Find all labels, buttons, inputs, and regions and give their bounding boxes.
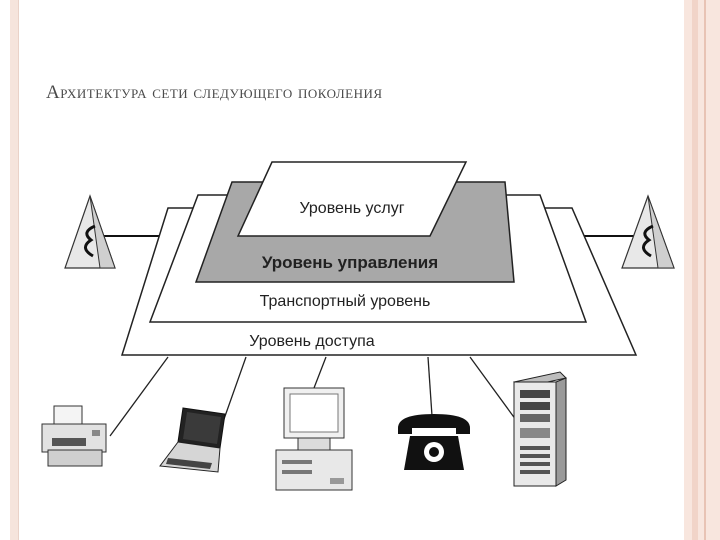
access-level-label: Уровень доступа (249, 333, 374, 350)
control-level-label: Уровень управления (262, 253, 438, 272)
services-level-label: Уровень услуг (299, 200, 404, 217)
slide-title: Архитектура сети следующего поколения (46, 82, 383, 103)
phone-link (427, 356, 433, 417)
services-layer (236, 161, 468, 237)
telephone-icon (398, 414, 470, 470)
transport-level-label: Транспортный уровень (260, 293, 431, 310)
pyramid-icon (64, 194, 116, 269)
pc-link (313, 356, 327, 389)
server-icon (512, 371, 568, 487)
left-decorative-border (10, 0, 19, 540)
right-decorative-border (684, 0, 720, 540)
desktop-pc-icon (275, 387, 353, 491)
printer-icon (41, 405, 107, 467)
server-link (469, 356, 517, 421)
pyramid-icon (621, 194, 675, 269)
printer-link (109, 356, 169, 437)
laptop-icon (159, 407, 226, 473)
